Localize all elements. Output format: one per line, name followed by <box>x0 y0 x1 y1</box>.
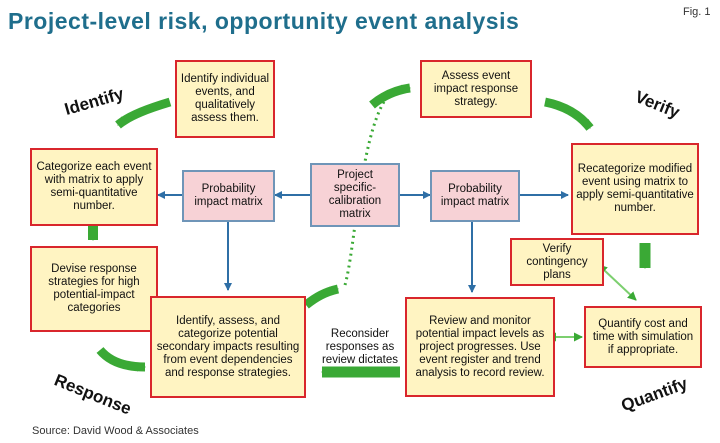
box-devise-response: Devise response strategies for high pote… <box>30 246 158 332</box>
box-assess-strategy: Assess event impact response strategy. <box>420 60 532 118</box>
note-reconsider: Reconsider responses as review dictates <box>321 328 399 366</box>
box-categorize: Categorize each event with matrix to app… <box>30 148 158 226</box>
box-recategorize: Recategorize modified event using matrix… <box>571 143 699 235</box>
box-identify-secondary: Identify, assess, and categorize potenti… <box>150 296 306 398</box>
matrix-right-probability-impact: Probability impact matrix <box>430 170 520 222</box>
box-quantify-cost: Quantify cost and time with simulation i… <box>584 306 702 368</box>
figure-source: Source: David Wood & Associates <box>32 425 199 437</box>
box-verify-contingency: Verify contingency plans <box>510 238 604 286</box>
matrix-center-calibration: Project specific-calibration matrix <box>310 163 400 227</box>
figure-title: Project-level risk, opportunity event an… <box>8 8 520 34</box>
green-arrow-to-assess <box>369 83 411 109</box>
box-review-monitor: Review and monitor potential impact leve… <box>405 297 555 397</box>
green-arrow-verify <box>544 97 594 131</box>
arrow-contingency-quantify <box>598 264 637 301</box>
figure-number: Fig. 1 <box>683 6 711 18</box>
green-arrow-identify <box>115 97 172 129</box>
green-arrow-response <box>96 346 146 372</box>
box-identify-events: Identify individual events, and qualitat… <box>175 60 275 138</box>
green-arrow-secondary-up <box>303 284 340 309</box>
matrix-left-probability-impact: Probability impact matrix <box>182 170 275 222</box>
